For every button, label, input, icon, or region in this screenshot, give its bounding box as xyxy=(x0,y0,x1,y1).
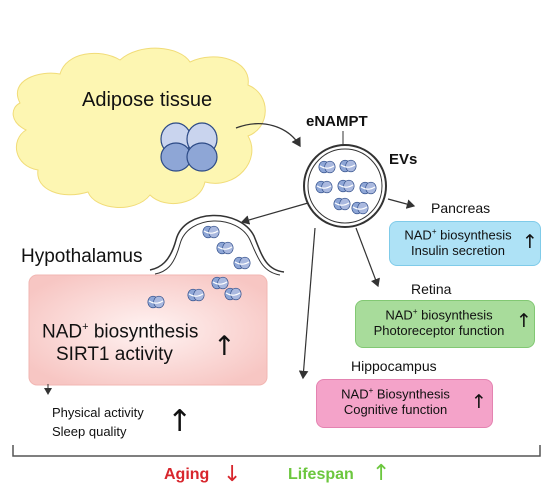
hippocampus-nad-sup: + xyxy=(368,386,374,395)
pancreas-nad: NAD xyxy=(404,227,432,243)
pancreas-box: NAD+ biosynthesis Insulin secretion xyxy=(389,221,541,266)
pancreas-label: Pancreas xyxy=(431,200,491,216)
arrow-ev-to-pancreas xyxy=(387,198,416,209)
hippocampus-cognitive-text: Cognitive function xyxy=(343,401,448,417)
arrow-ev-to-retina xyxy=(355,227,380,288)
pancreas-nad-rest: biosynthesis xyxy=(436,227,512,243)
hippocampus-box: NAD+ Biosynthesis Cognitive function xyxy=(316,379,493,428)
pancreas-up-arrow: ↑ xyxy=(522,231,538,253)
lifespan-label: Lifespan xyxy=(288,466,354,483)
evs-label: EVs xyxy=(389,151,418,168)
hypothalamus-nad: NAD xyxy=(42,321,83,343)
pancreas-nad-sup: + xyxy=(431,227,437,236)
aging-label: Aging xyxy=(164,466,210,483)
hypothalamus-nad-sup: + xyxy=(82,321,89,333)
bottom-bracket xyxy=(12,445,541,457)
downstream-up-arrow: ↑ xyxy=(167,404,193,439)
arrow-adipose-to-ev xyxy=(235,123,301,148)
retina-photoreceptor-text: Photoreceptor function xyxy=(373,322,505,338)
lifespan-up-arrow: ↑ xyxy=(372,461,391,486)
hypothalamus-box xyxy=(28,274,268,386)
adipose-enampt-protein xyxy=(160,122,218,172)
hypothalamus-nad-rest: biosynthesis xyxy=(88,321,199,343)
retina-nad-line: NAD+ biosynthesis xyxy=(356,307,522,323)
hippocampus-up-arrow: ↑ xyxy=(471,391,487,413)
hypothalamus-sirt1-text: SIRT1 activity xyxy=(56,344,173,365)
arrow-ev-to-hippocampus xyxy=(298,227,316,380)
retina-box: NAD+ biosynthesis Photoreceptor function xyxy=(355,300,535,348)
aging-down-arrow: ↓ xyxy=(223,462,242,487)
hippocampus-nad: NAD xyxy=(341,386,369,402)
pancreas-nad-line: NAD+ biosynthesis xyxy=(390,227,526,243)
hypothalamus-up-arrow: ↑ xyxy=(213,331,236,362)
retina-nad-rest: biosynthesis xyxy=(417,307,493,323)
hippocampus-label: Hippocampus xyxy=(351,358,437,374)
retina-up-arrow: ↑ xyxy=(516,310,532,332)
hippocampus-nad-rest: Biosynthesis xyxy=(373,386,450,402)
hypothalamus-label: Hypothalamus xyxy=(21,246,143,267)
arrow-ev-to-hypothalamus xyxy=(240,202,309,225)
retina-nad-sup: + xyxy=(412,307,418,316)
sleep-quality-text: Sleep quality xyxy=(52,424,127,439)
retina-label: Retina xyxy=(411,281,452,297)
retina-nad: NAD xyxy=(385,307,413,323)
hippocampus-nad-line: NAD+ Biosynthesis xyxy=(317,386,474,402)
hypothalamus-nad-text: NAD+ biosynthesis xyxy=(42,321,198,343)
hypothalamus-shape xyxy=(149,214,285,273)
physical-activity-text: Physical activity xyxy=(52,405,144,420)
adipose-tissue-label: Adipose tissue xyxy=(82,89,213,111)
pancreas-insulin-text: Insulin secretion xyxy=(411,242,505,258)
enampt-label: eNAMPT xyxy=(306,113,368,130)
adipose-cloud xyxy=(12,47,266,208)
